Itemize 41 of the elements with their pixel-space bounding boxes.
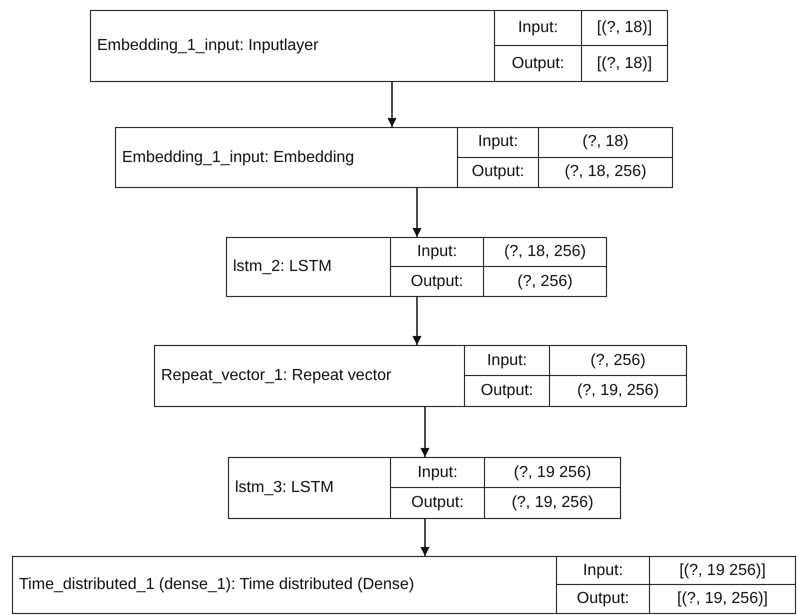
arrow <box>412 188 422 237</box>
arrow <box>420 407 430 457</box>
layer-name: Embedding_1_input: Inputlayer <box>96 36 320 56</box>
shape-value: (?, 18, 256) <box>538 158 672 187</box>
shape-value: (?, 18) <box>538 128 672 158</box>
shape-label: Input: <box>494 11 581 46</box>
layer-name: Time_distributed_1 (dense_1): Time distributed (Dense) <box>18 575 416 595</box>
layer-box <box>90 10 668 82</box>
arrow <box>420 519 430 556</box>
layer-box <box>12 556 796 614</box>
shape-value: (?, 256) <box>549 346 686 376</box>
layer-box <box>154 345 687 407</box>
arrow <box>412 297 422 345</box>
layer-box <box>228 457 621 519</box>
layer-name: Repeat_vector_1: Repeat vector <box>160 366 392 386</box>
shape-value: [(?, 18)] <box>581 11 667 46</box>
arrow <box>388 82 396 127</box>
shape-value: (?, 19, 256) <box>484 488 620 518</box>
shape-label: Input: <box>556 557 649 585</box>
shape-label: Input: <box>457 128 538 158</box>
shape-label: Output: <box>556 585 649 613</box>
shape-label: Input: <box>390 458 484 488</box>
layer-name: lstm_2: LSTM <box>232 257 333 277</box>
shape-label: Output: <box>494 46 581 81</box>
shape-value: (?, 19 256) <box>484 458 620 488</box>
shape-label: Input: <box>390 238 483 267</box>
shape-label: Output: <box>464 376 549 406</box>
shape-label: Output: <box>457 158 538 187</box>
shape-value: (?, 19, 256) <box>549 376 686 406</box>
layer-box <box>115 127 673 188</box>
shape-label: Input: <box>464 346 549 376</box>
layer-box <box>226 237 607 297</box>
shape-value: (?, 18, 256) <box>483 238 606 267</box>
shape-value: [(?, 19, 256)] <box>649 585 795 613</box>
shape-label: Output: <box>390 267 483 296</box>
layer-name: lstm_3: LSTM <box>234 478 335 498</box>
shape-value: (?, 256) <box>483 267 606 296</box>
layer-name: Embedding_1_input: Embedding <box>121 148 356 168</box>
shape-value: [(?, 19 256)] <box>649 557 795 585</box>
shape-value: [(?, 18)] <box>581 46 667 81</box>
shape-label: Output: <box>390 488 484 518</box>
